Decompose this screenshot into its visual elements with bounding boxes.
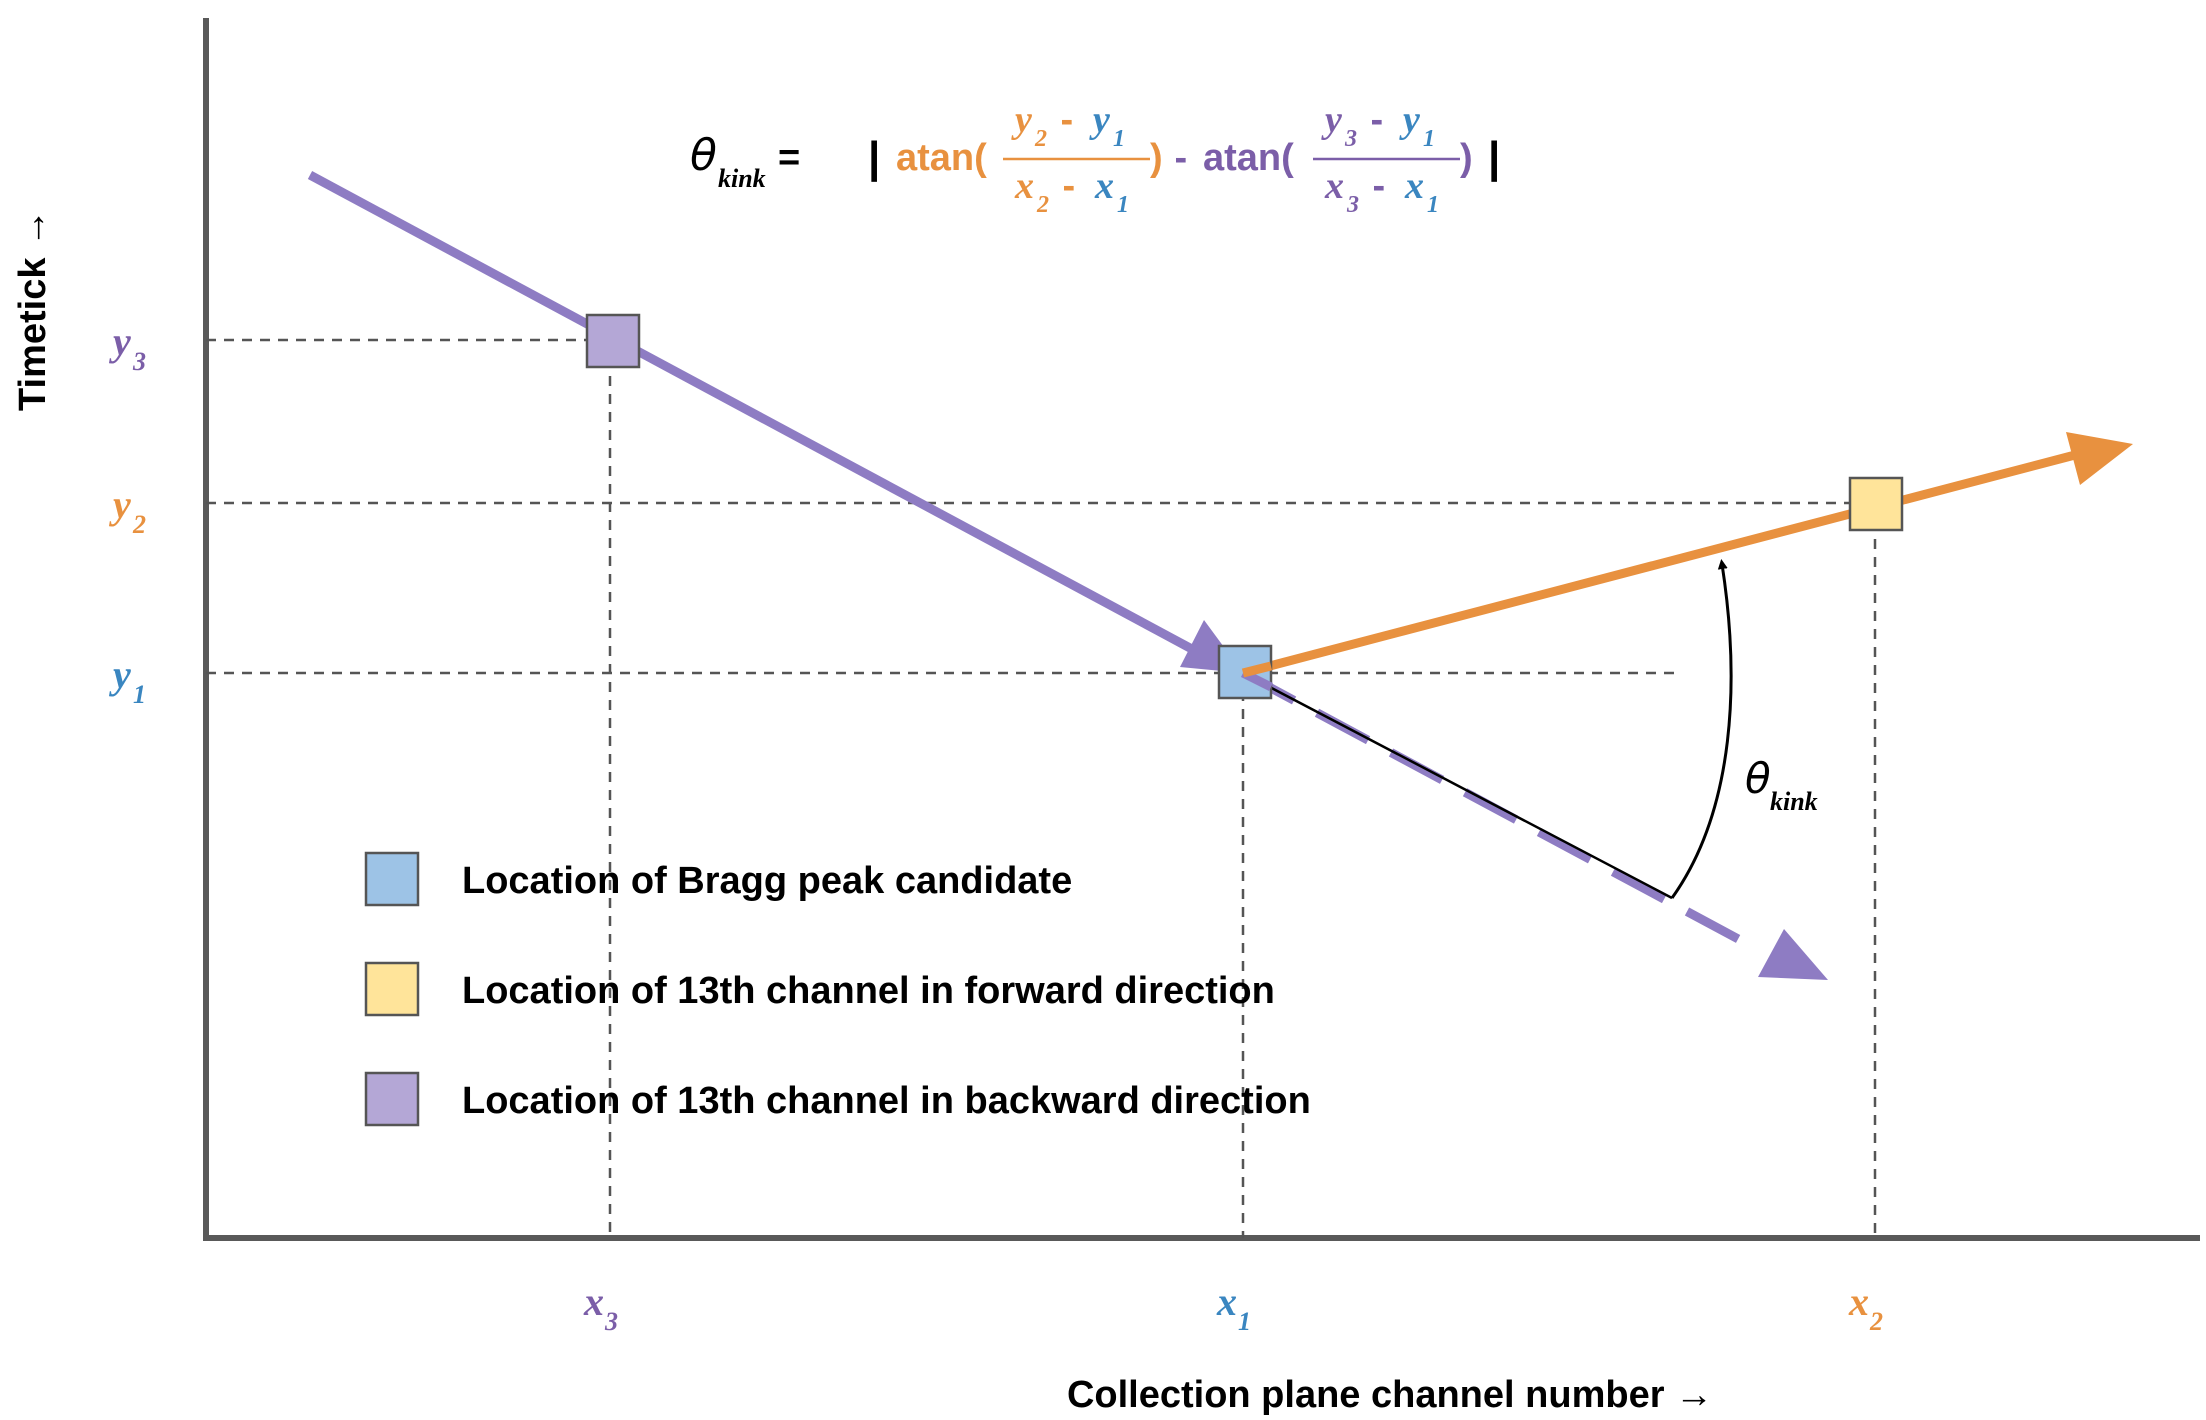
kink-formula: θ kink = | atan( y 2 - y 1 x 2 - x 1 ) -… (690, 99, 1500, 218)
frac2-den-minus: - (1362, 165, 1396, 207)
backward-point-marker (585, 313, 641, 369)
frac1-num-a: y (1011, 99, 1032, 141)
frac2-den-b: x (1404, 165, 1424, 207)
angle-theta: θ (1745, 754, 1771, 803)
forward-point-marker (1848, 476, 1904, 532)
formula-atan2: atan( (1203, 137, 1294, 179)
angle-label: θ kink (1745, 754, 1818, 816)
frac1-num-minus: - (1050, 99, 1084, 141)
frac1-den-minus: - (1052, 165, 1086, 207)
guide-lines (206, 338, 1877, 1238)
x-tick-x1: x 1 (1216, 1279, 1251, 1336)
y-tick-y2: y 2 (109, 482, 146, 539)
forward-track-line (1241, 450, 2077, 678)
frac2-den-a-sub: 3 (1346, 192, 1359, 218)
frac2-num-b: y (1399, 99, 1420, 141)
frac2-den-b-sub: 1 (1427, 192, 1439, 218)
frac1-num-a-sub: 2 (1034, 126, 1047, 152)
y2-letter: y (109, 482, 131, 527)
y1-letter: y (109, 652, 131, 697)
formula-theta-sub: kink (718, 164, 766, 193)
frac1-den-b-sub: 1 (1117, 192, 1129, 218)
y3-letter: y (109, 319, 131, 364)
x1-sub: 1 (1238, 1307, 1251, 1336)
formula-atan1: atan( (896, 137, 987, 179)
legend-label-bragg: Location of Bragg peak candidate (462, 860, 1072, 902)
legend-label-forward: Location of 13th channel in forward dire… (462, 970, 1275, 1012)
legend: Location of Bragg peak candidate Locatio… (364, 851, 1311, 1127)
formula-minus: - (1164, 137, 1198, 179)
y-tick-y1: y 1 (109, 652, 146, 709)
extension-arrowhead (1758, 929, 1828, 980)
backward-track-line (307, 171, 1193, 652)
legend-swatch-backward (364, 1071, 420, 1127)
formula-bar-right: | (1488, 133, 1500, 183)
y-tick-y3: y 3 (109, 319, 146, 376)
x2-letter: x (1848, 1279, 1869, 1324)
frac2-num-a-sub: 3 (1344, 126, 1357, 152)
formula-close2: ) (1460, 137, 1473, 179)
x3-sub: 3 (604, 1307, 618, 1336)
frac2-den-a: x (1324, 165, 1344, 207)
extension-black-line (1242, 671, 1673, 900)
formula-bar-left: | (868, 133, 880, 183)
formula-equals: = (778, 137, 800, 179)
angle-theta-sub: kink (1770, 787, 1818, 816)
frac1-num-b-sub: 1 (1113, 126, 1125, 152)
y3-sub: 3 (132, 347, 146, 376)
frac2-num-minus: - (1360, 99, 1394, 141)
x2-sub: 2 (1869, 1307, 1883, 1336)
legend-label-backward: Location of 13th channel in backward dir… (462, 1080, 1311, 1122)
forward-track-arrowhead (2066, 432, 2133, 485)
bragg-peak-overlay-orange (1241, 661, 1273, 678)
kink-angle-arc (1670, 559, 1733, 899)
frac1-den-a: x (1014, 165, 1034, 207)
frac1-den-a-sub: 2 (1036, 192, 1049, 218)
y2-sub: 2 (132, 510, 146, 539)
formula-close1: ) (1150, 137, 1163, 179)
x1-letter: x (1216, 1279, 1237, 1324)
frac1-num-b: y (1089, 99, 1110, 141)
frac1-den-b: x (1094, 165, 1114, 207)
x-tick-x2: x 2 (1848, 1279, 1883, 1336)
y1-sub: 1 (133, 680, 146, 709)
x3-letter: x (583, 1279, 604, 1324)
frac2-num-b-sub: 1 (1423, 126, 1435, 152)
legend-swatch-forward (364, 961, 420, 1017)
frac2-num-a: y (1321, 99, 1342, 141)
y-axis-label: Timetick → (12, 209, 54, 411)
formula-theta: θ (690, 130, 717, 181)
legend-swatch-bragg (364, 851, 420, 907)
x-tick-x3: x 3 (583, 1279, 618, 1336)
x-axis-label: Collection plane channel number → (1067, 1374, 1713, 1416)
